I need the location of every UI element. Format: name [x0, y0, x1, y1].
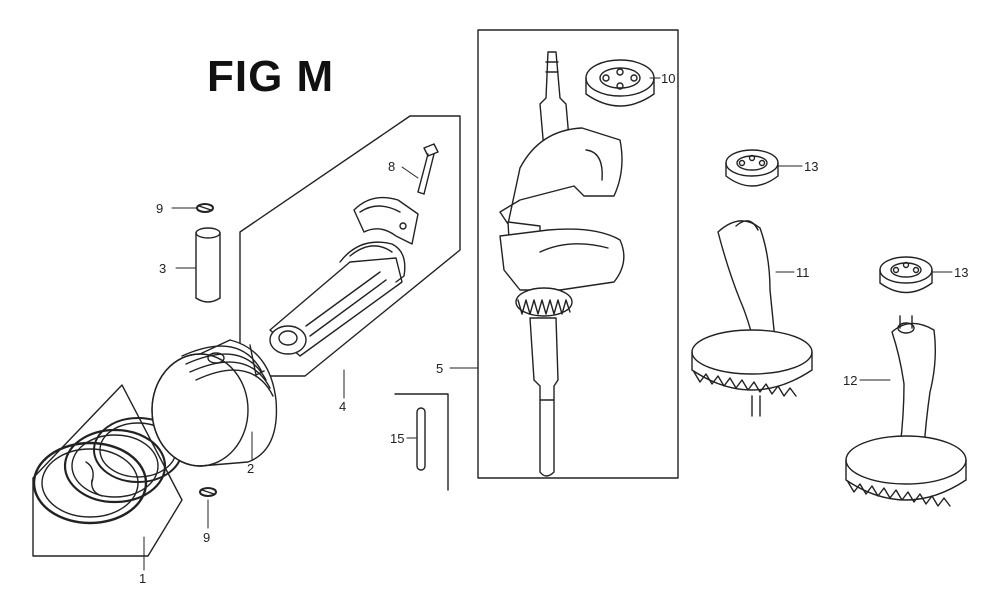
callout-4: 4: [339, 399, 347, 414]
bearing-13-upper: [725, 149, 779, 187]
callout-12: 12: [843, 373, 858, 388]
callout-1: 1: [139, 571, 147, 586]
pin-frame: [394, 393, 449, 491]
connecting-rod: [269, 196, 419, 357]
callout-11: 11: [796, 265, 810, 280]
bearing-13-lower: [879, 256, 933, 294]
callout-2: 2: [247, 461, 255, 476]
leader-lines: [143, 77, 953, 571]
callout-9-bottom: 9: [203, 530, 211, 545]
pin-clip-top: [196, 203, 214, 213]
crankshaft: [499, 51, 625, 477]
balancer-12: [845, 315, 967, 507]
bearing-10: [585, 59, 655, 107]
rod-bolt: [417, 143, 439, 195]
piston: [151, 339, 278, 467]
figure-title: FIG M: [207, 52, 335, 101]
callout-10: 10: [661, 71, 676, 86]
callout-13-lower: 13: [954, 265, 969, 280]
piston-pin: [195, 227, 221, 303]
callout-3: 3: [159, 261, 167, 276]
pin-clip-bottom: [199, 487, 217, 497]
callout-5: 5: [436, 361, 444, 376]
callout-13-upper: 13: [804, 159, 819, 174]
callout-9-top: 9: [156, 201, 164, 216]
balancer-11: [691, 220, 813, 417]
dowel-pin-15: [416, 407, 426, 471]
callout-8: 8: [388, 159, 396, 174]
crankshaft-frame: [477, 29, 679, 479]
piston-ring-set-frame: [32, 384, 183, 557]
callout-15: 15: [390, 431, 405, 446]
